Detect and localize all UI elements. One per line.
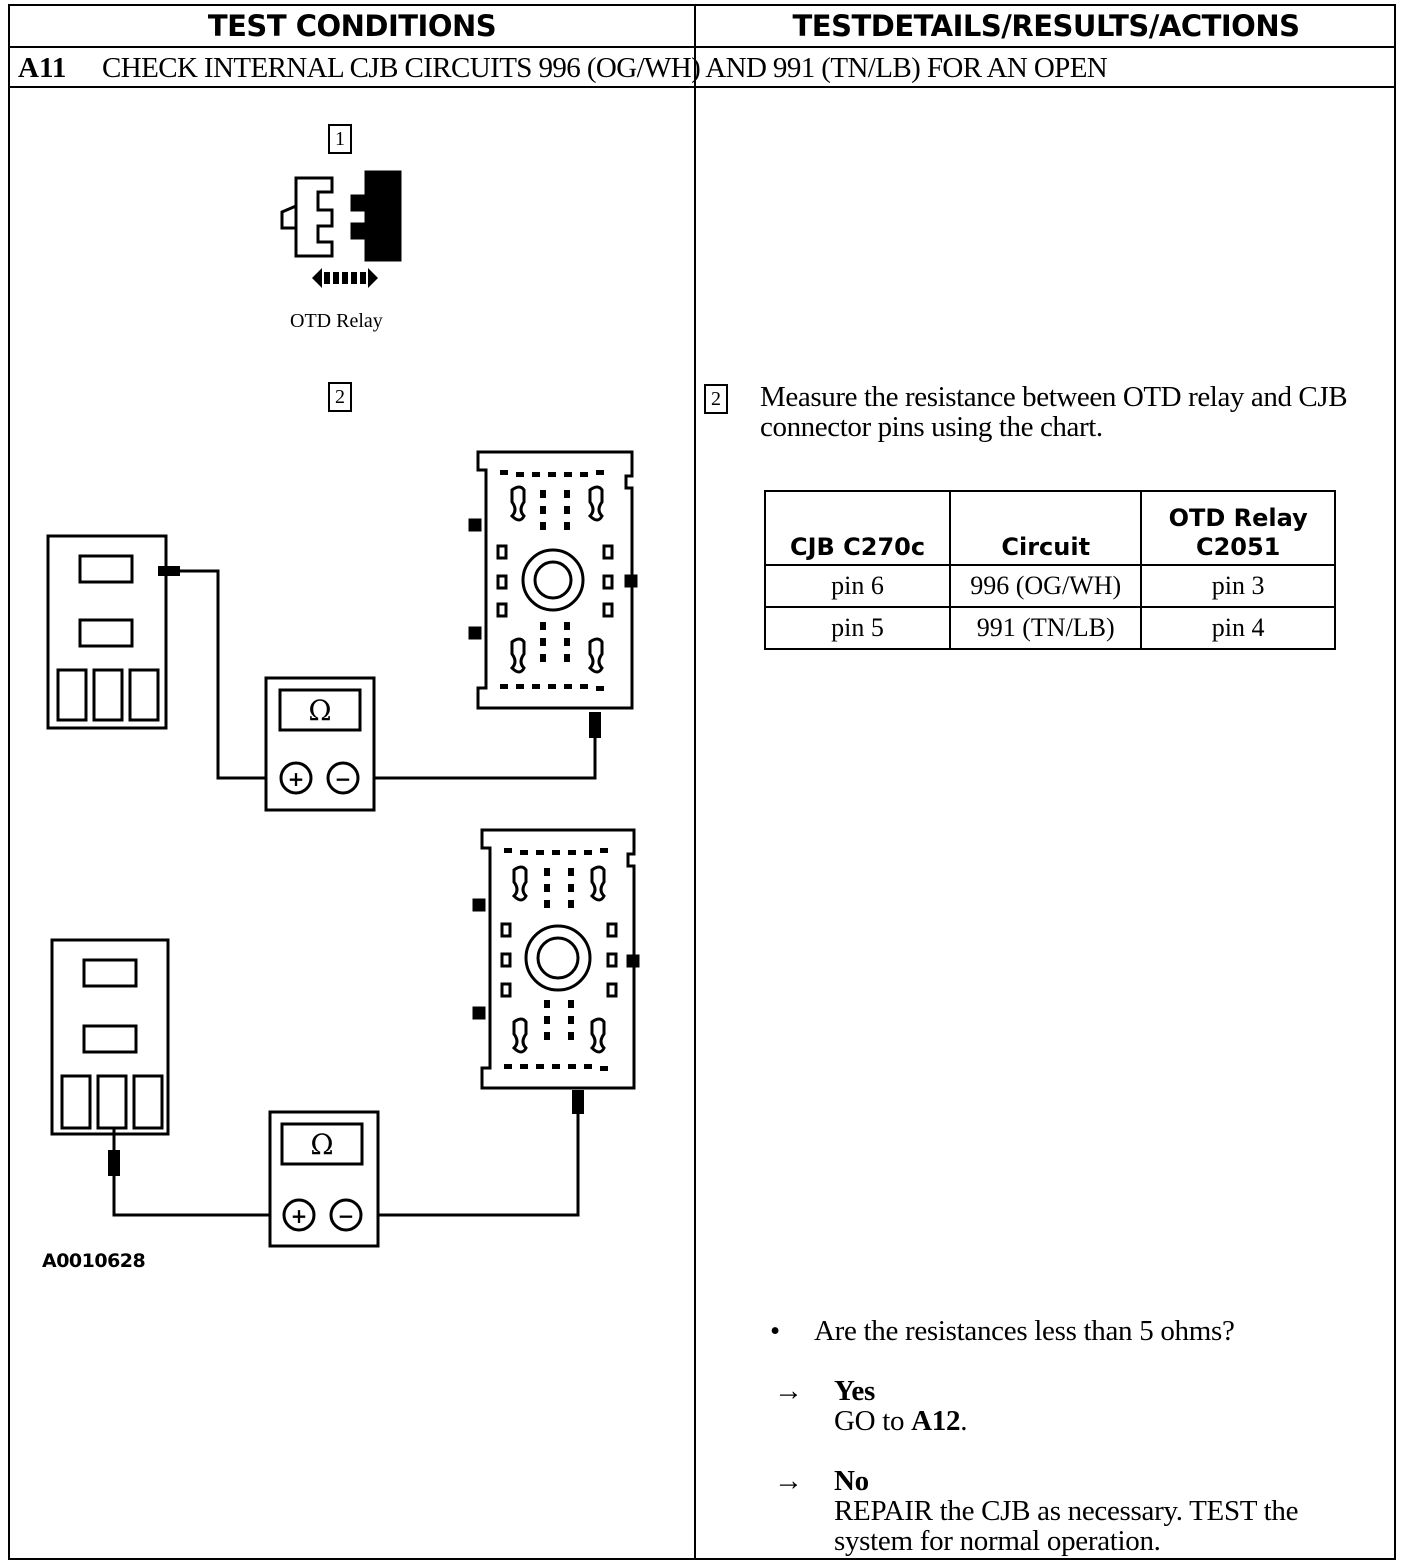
step-title: CHECK INTERNAL CJB CIRCUITS 996 (OG/WH) …	[102, 52, 1108, 84]
col-header-circuit: Circuit	[949, 490, 1143, 566]
cjb-connector-1	[468, 450, 638, 710]
relay-connector-icon	[280, 170, 402, 262]
header-test-details: TESTDETAILS/RESULTS/ACTIONS	[792, 9, 1301, 43]
disconnect-arrow-icon	[312, 268, 378, 288]
col-header-cjb: CJB C270c	[763, 490, 952, 566]
relay-socket-2	[50, 938, 170, 1136]
test-lead-1a	[158, 566, 266, 780]
procedure-frame: TEST CONDITIONS TESTDETAILS/RESULTS/ACTI…	[8, 4, 1396, 1560]
cjb-connector-2	[472, 828, 640, 1090]
ohm-symbol: Ω	[310, 1128, 333, 1161]
test-lead-2a	[108, 1128, 270, 1217]
step-id: A11	[18, 52, 67, 84]
question-bullet: •	[770, 1315, 780, 1347]
header-divider	[10, 46, 1394, 48]
step-divider	[10, 86, 1394, 88]
table-header-row: CJB C270c Circuit OTD Relay C2051	[763, 490, 1336, 566]
no-action-line-2: system for normal operation.	[834, 1525, 1161, 1557]
yes-label: Yes	[834, 1375, 875, 1407]
col-header-otd-relay: OTD Relay C2051	[1140, 490, 1336, 566]
measure-instruction: Measure the resistance between OTD relay…	[760, 381, 1348, 443]
step-title-row: A11 CHECK INTERNAL CJB CIRCUITS 996 (OG/…	[10, 48, 1394, 86]
cell-cjb-pin: pin 6	[763, 564, 952, 608]
relay-caption: OTD Relay	[290, 310, 383, 332]
step-1-marker: 1	[328, 124, 352, 154]
table-row: pin 5 991 (TN/LB) pin 4	[763, 606, 1336, 650]
plus-symbol: +	[291, 1204, 308, 1228]
ohmmeter-2: Ω + −	[268, 1110, 380, 1248]
header-test-conditions: TEST CONDITIONS	[207, 9, 497, 43]
test-lead-1b	[374, 712, 601, 780]
test-lead-2b	[378, 1090, 584, 1217]
ohm-symbol: Ω	[308, 694, 331, 727]
minus-terminal-icon	[329, 1198, 363, 1232]
column-divider	[694, 6, 696, 1558]
details-step-2-marker: 2	[704, 384, 728, 414]
plus-symbol: +	[288, 767, 305, 791]
question-text: Are the resistances less than 5 ohms?	[814, 1315, 1235, 1347]
relay-socket-1	[46, 534, 168, 730]
plus-terminal-icon	[279, 761, 313, 795]
minus-terminal-icon	[326, 761, 360, 795]
minus-symbol: −	[335, 767, 352, 791]
yes-action: GO to A12.	[834, 1405, 968, 1437]
table-row: pin 6 996 (OG/WH) pin 3	[763, 564, 1336, 608]
pin-chart-table: CJB C270c Circuit OTD Relay C2051 pin 6 …	[763, 490, 1336, 650]
no-action-line-1: REPAIR the CJB as necessary. TEST the	[834, 1495, 1299, 1527]
plus-terminal-icon	[282, 1198, 316, 1232]
minus-symbol: −	[338, 1204, 355, 1228]
ohmmeter-1: Ω + −	[264, 676, 376, 812]
cell-otd-pin: pin 4	[1140, 606, 1336, 650]
yes-arrow-icon: →	[774, 1375, 803, 1407]
cell-cjb-pin: pin 5	[763, 606, 952, 650]
step-2-marker: 2	[328, 382, 352, 412]
no-arrow-icon: →	[774, 1465, 803, 1497]
yes-action-target: A12	[911, 1405, 961, 1437]
no-label: No	[834, 1465, 869, 1497]
cell-otd-pin: pin 3	[1140, 564, 1336, 608]
figure-reference: A0010628	[42, 1250, 146, 1272]
cell-circuit: 996 (OG/WH)	[949, 564, 1143, 608]
cell-circuit: 991 (TN/LB)	[949, 606, 1143, 650]
